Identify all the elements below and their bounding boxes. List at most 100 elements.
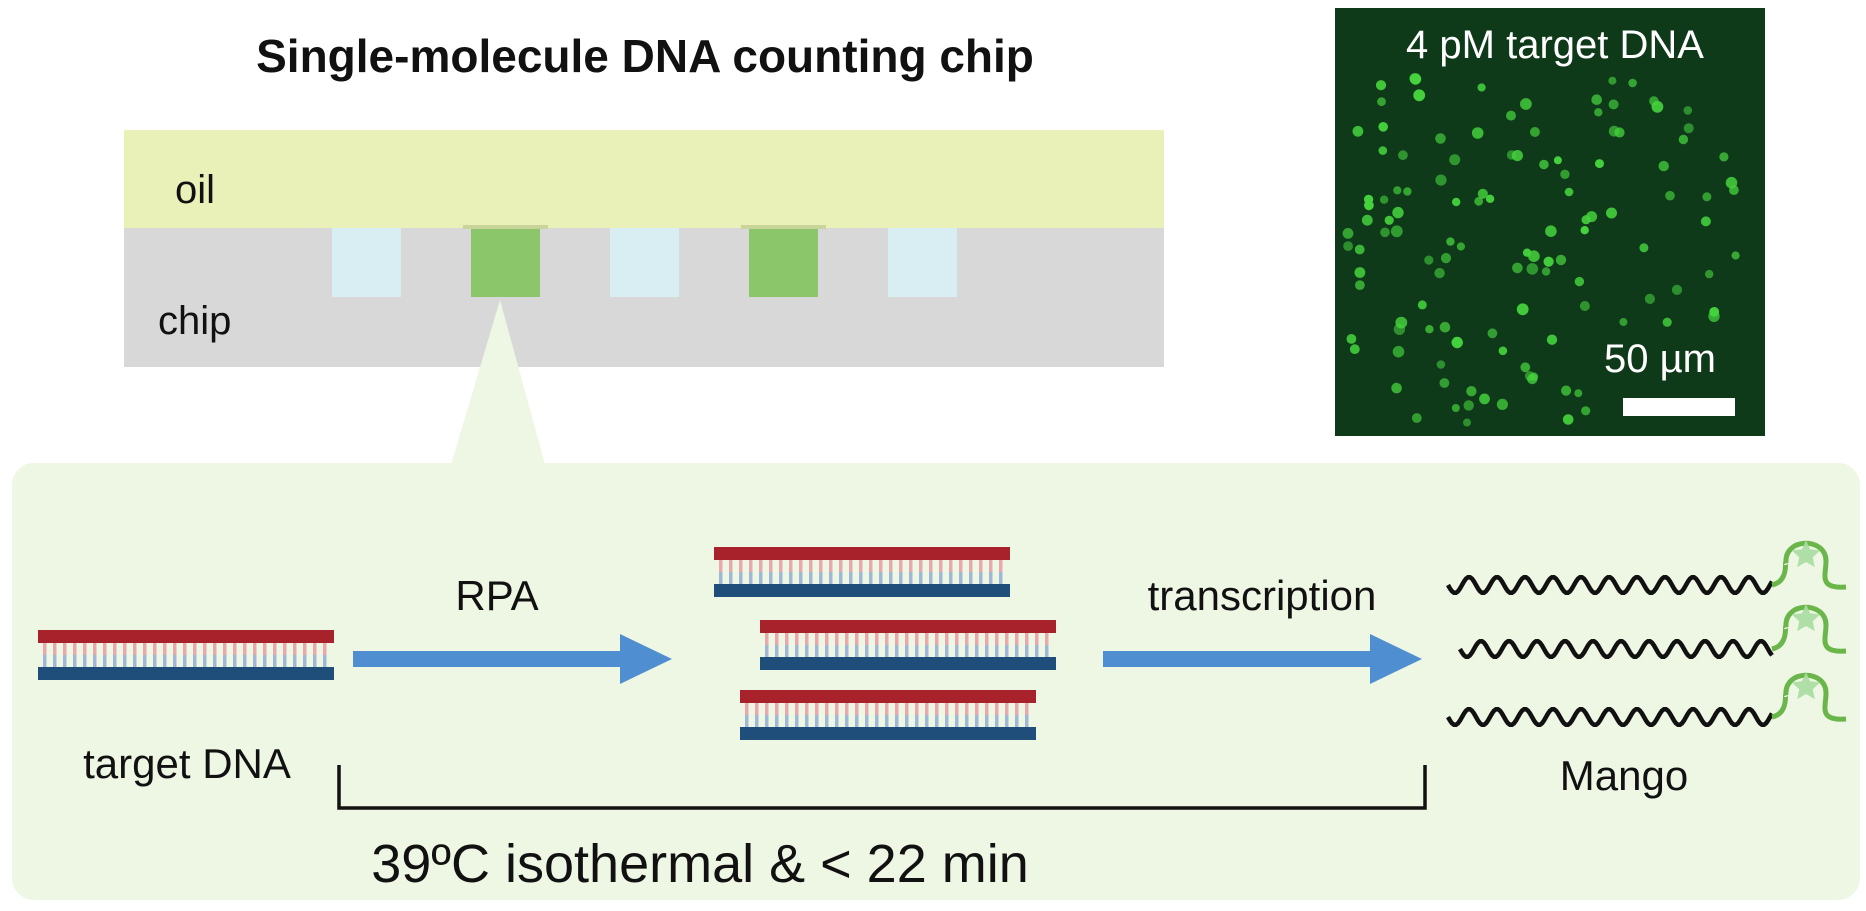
base-rung-top <box>829 560 833 572</box>
base-rung-top <box>233 643 237 655</box>
base-rung-bottom <box>819 572 823 584</box>
fluorescent-spot <box>1436 360 1446 369</box>
fluorescent-spot <box>1512 262 1523 274</box>
fluorescent-spot <box>1392 345 1405 358</box>
top-strand <box>714 547 1010 560</box>
fluorophore-star-icon <box>1791 672 1821 700</box>
base-rung-bottom <box>975 715 979 727</box>
base-rung-bottom <box>1015 715 1019 727</box>
base-rung-bottom <box>83 655 87 667</box>
base-rung-top <box>835 633 839 645</box>
base-rung-top <box>945 633 949 645</box>
rpa-arrow <box>353 634 672 684</box>
base-rung-bottom <box>769 572 773 584</box>
base-rung-top <box>719 560 723 572</box>
base-rung-bottom <box>909 572 913 584</box>
base-rung-bottom <box>745 715 749 727</box>
base-rung-top <box>815 703 819 715</box>
fluorescent-spot <box>1375 80 1387 91</box>
fluorescent-spot <box>1485 194 1495 203</box>
fluorescent-spot <box>1555 254 1567 266</box>
base-rung-bottom <box>223 655 227 667</box>
base-rung-top <box>63 643 67 655</box>
fluorescent-spot <box>1606 207 1617 219</box>
base-rung-top <box>999 560 1003 572</box>
base-rung-top <box>113 643 117 655</box>
base-rung-bottom <box>935 645 939 657</box>
base-rung-bottom <box>293 655 297 667</box>
fluorescent-spot <box>1705 269 1714 279</box>
timeline-bracket <box>337 765 1427 810</box>
base-rung-bottom <box>43 655 47 667</box>
fluorescent-spot <box>1417 300 1427 310</box>
base-rung-top <box>985 703 989 715</box>
base-rung-top <box>925 633 929 645</box>
rna-strand <box>1446 706 1774 728</box>
base-rung-top <box>805 703 809 715</box>
fluorescent-spot <box>1451 336 1463 349</box>
base-rung-top <box>885 633 889 645</box>
base-rung-top <box>909 560 913 572</box>
base-rung-bottom <box>855 715 859 727</box>
base-rung-top <box>935 633 939 645</box>
base-rung-top <box>745 703 749 715</box>
base-rung-bottom <box>895 715 899 727</box>
fluorescent-spot <box>1651 100 1664 113</box>
base-rung-bottom <box>313 655 317 667</box>
base-rung-bottom <box>1025 715 1029 727</box>
base-rung-top <box>253 643 257 655</box>
fluorophore-star-icon <box>1791 540 1821 568</box>
fluorescent-spot <box>1439 321 1451 333</box>
base-rung-top <box>975 703 979 715</box>
base-rung-bottom <box>995 645 999 657</box>
base-rung-bottom <box>885 715 889 727</box>
fluorescent-spot <box>1463 418 1471 427</box>
fluorescent-spot <box>1342 228 1354 239</box>
base-rung-top <box>955 633 959 645</box>
base-rung-top <box>133 643 137 655</box>
fluorescent-spot <box>1520 98 1532 110</box>
base-rung-bottom <box>789 572 793 584</box>
base-rung-bottom <box>755 715 759 727</box>
zoom-callout <box>450 300 546 468</box>
base-rung-bottom <box>839 572 843 584</box>
bottom-strand <box>714 584 1010 597</box>
base-rung-bottom <box>849 572 853 584</box>
base-rung-top <box>919 560 923 572</box>
base-rung-top <box>283 643 287 655</box>
base-rung-top <box>203 643 207 655</box>
fluorescent-spots <box>1342 73 1740 427</box>
base-rung-bottom <box>163 655 167 667</box>
fluorescent-spot <box>1393 186 1402 195</box>
fluorescent-spot <box>1479 393 1490 405</box>
fluorescent-spot <box>1516 303 1529 316</box>
well-empty <box>610 228 679 297</box>
base-rung-bottom <box>835 715 839 727</box>
base-rung-top <box>729 560 733 572</box>
fluorescent-spot <box>1343 241 1353 252</box>
base-rung-bottom <box>263 655 267 667</box>
base-rung-bottom <box>193 655 197 667</box>
base-rung-top <box>965 703 969 715</box>
base-rung-top <box>739 560 743 572</box>
base-rung-top <box>969 560 973 572</box>
base-rung-top <box>303 643 307 655</box>
base-rung-top <box>905 703 909 715</box>
fluorescent-spot <box>1708 310 1720 322</box>
base-rung-top <box>1035 633 1039 645</box>
fluorescent-spot <box>1434 267 1445 279</box>
base-rung-top <box>83 643 87 655</box>
base-rung-top <box>173 643 177 655</box>
fluorescent-spot <box>1586 211 1598 223</box>
base-rung-bottom <box>929 572 933 584</box>
base-rung-bottom <box>775 645 779 657</box>
base-rung-bottom <box>283 655 287 667</box>
base-rung-top <box>1025 703 1029 715</box>
fluorescent-spot <box>1449 154 1461 166</box>
fluorescent-spot <box>1392 206 1404 219</box>
base-rung-bottom <box>123 655 127 667</box>
fluorescent-spot <box>1477 188 1488 199</box>
fluorescent-spot <box>1398 150 1408 161</box>
base-rung-bottom <box>985 715 989 727</box>
fluorescent-spot <box>1474 196 1484 206</box>
